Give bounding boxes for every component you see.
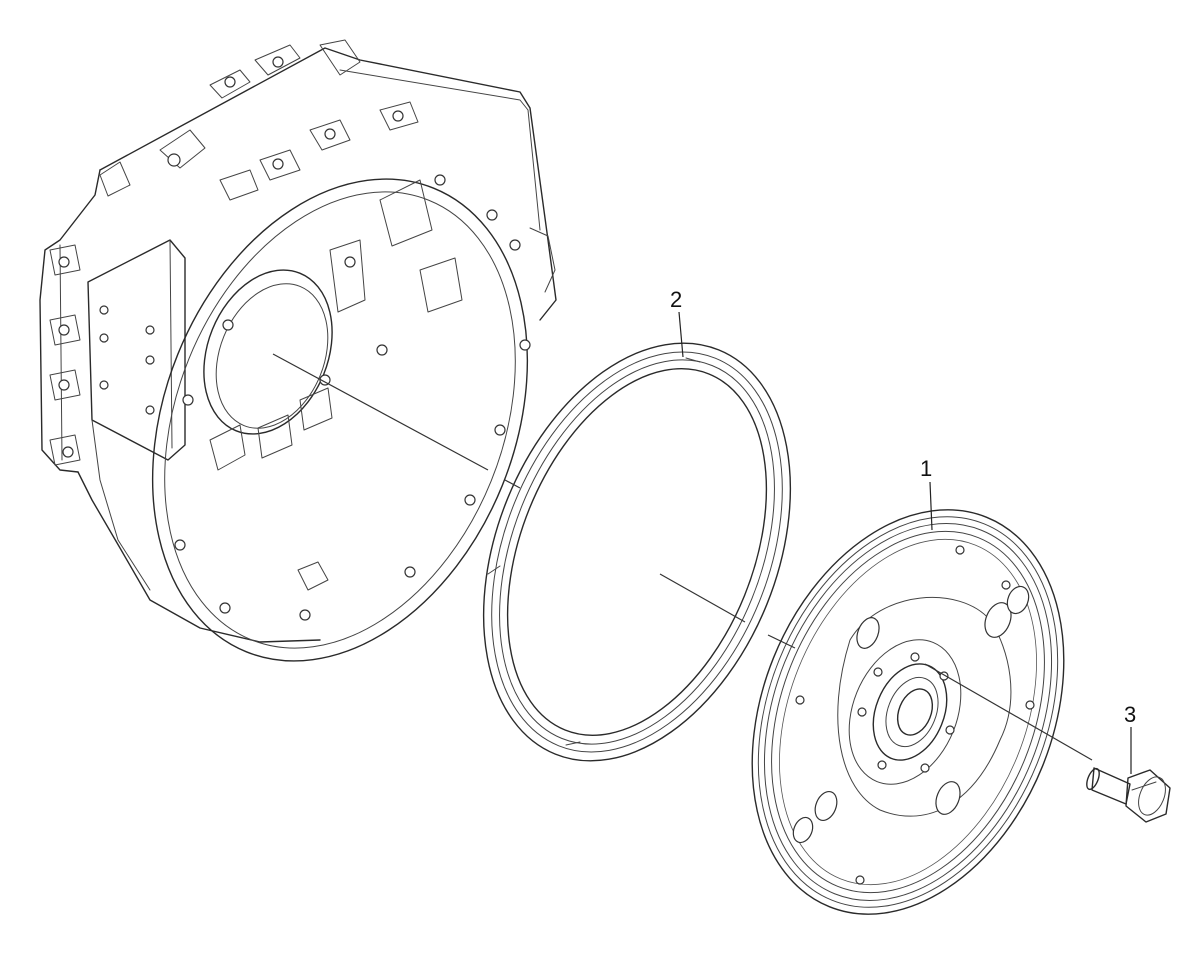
callout-1: 1: [920, 456, 933, 531]
callout-2-label: 2: [670, 287, 682, 312]
callout-1-leader: [929, 481, 933, 531]
assembly-axes: [272, 353, 1093, 761]
flywheel-plate: [751, 509, 1065, 915]
callout-3-label: 3: [1124, 702, 1136, 727]
seal-ring: [482, 342, 792, 762]
flywheel-housing: [39, 39, 557, 662]
callout-3: 3: [1124, 702, 1136, 774]
callout-1-label: 1: [920, 456, 932, 481]
callout-2-leader: [678, 311, 684, 358]
bolt: [1086, 767, 1171, 823]
callout-2: 2: [670, 287, 684, 358]
